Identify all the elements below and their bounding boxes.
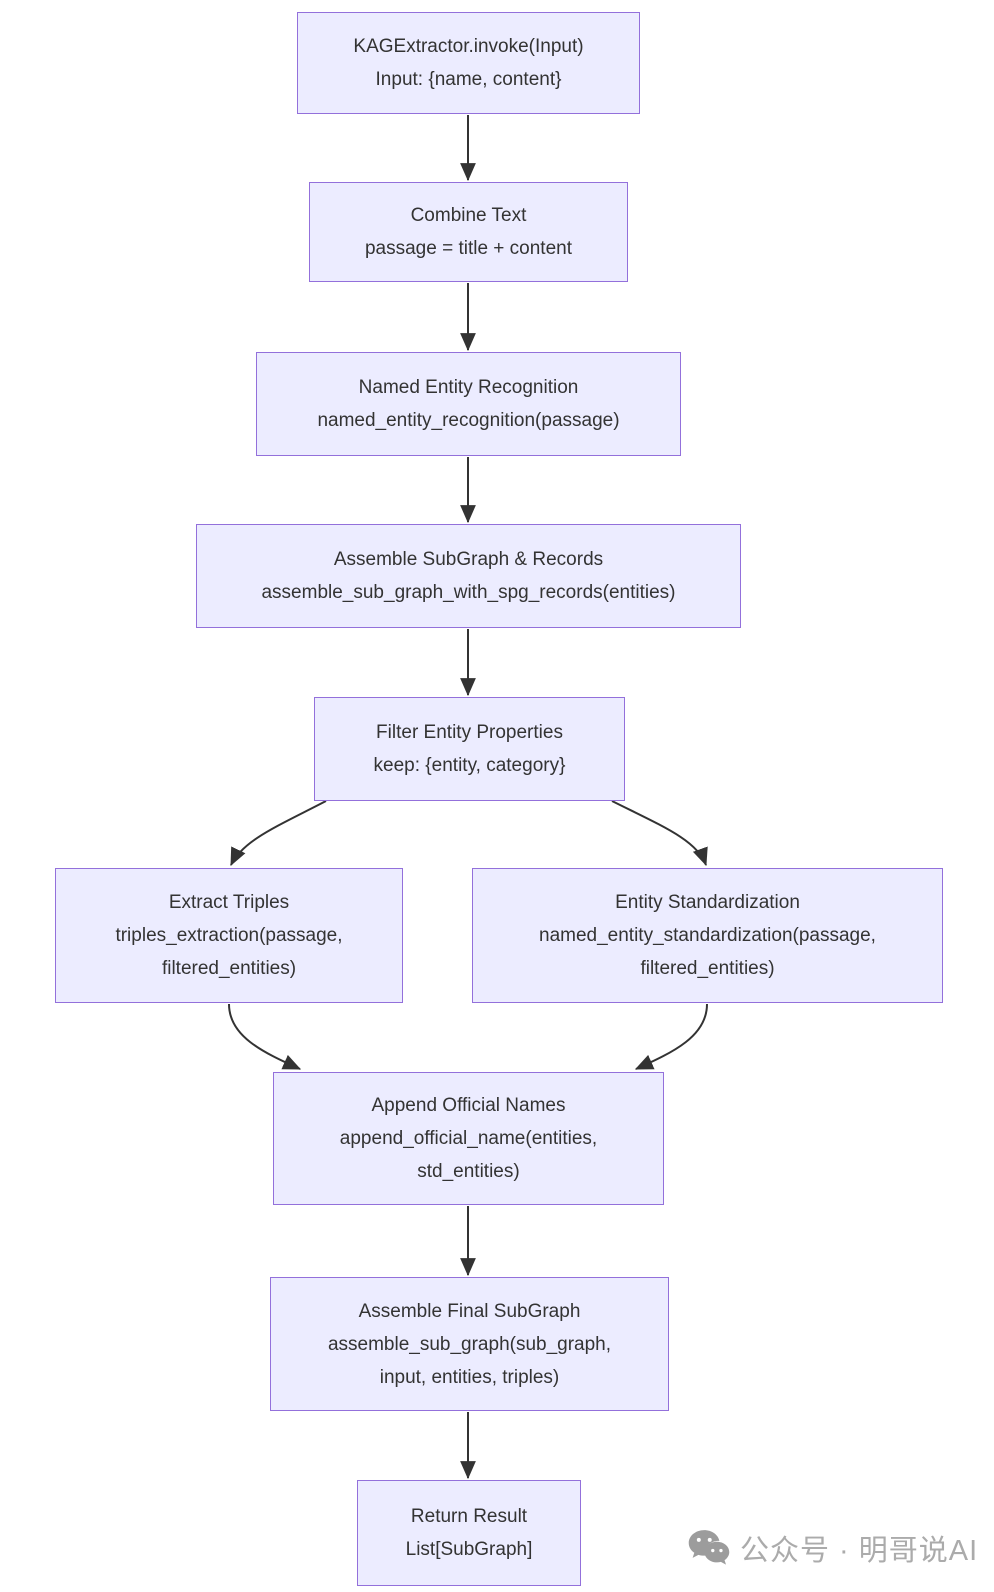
- node-append-official-names: Append Official Names append_official_na…: [273, 1072, 664, 1205]
- node-detail: List[SubGraph]: [405, 1539, 533, 1560]
- node-title: Assemble SubGraph & Records: [333, 549, 604, 570]
- node-detail: passage = title + content: [364, 238, 573, 259]
- node-detail: Input: {name, content}: [375, 69, 562, 90]
- node-assemble-final-subgraph: Assemble Final SubGraph assemble_sub_gra…: [270, 1277, 669, 1411]
- node-named-entity-recognition: Named Entity Recognition named_entity_re…: [256, 352, 681, 456]
- edge-entity-standardization-to-append-official-names: [634, 1003, 708, 1070]
- node-title: Filter Entity Properties: [376, 722, 563, 743]
- watermark-text: 公众号 · 明哥说AI: [740, 1535, 979, 1567]
- node-title: Assemble Final SubGraph: [358, 1300, 581, 1322]
- node-detail: input, entities, triples): [379, 1366, 560, 1388]
- node-detail: named_entity_standardization(passage,: [539, 925, 876, 946]
- node-title: Named Entity Recognition: [358, 377, 579, 398]
- node-detail: filtered_entities): [640, 958, 775, 979]
- node-detail: filtered_entities): [161, 958, 297, 979]
- node-detail: assemble_sub_graph_with_spg_records(enti…: [261, 582, 676, 603]
- node-detail: triples_extraction(passage,: [115, 925, 343, 946]
- node-assemble-subgraph-records: Assemble SubGraph & Records assemble_sub…: [196, 524, 741, 628]
- node-detail: append_official_name(entities,: [339, 1128, 598, 1149]
- node-detail: keep: {entity, category}: [373, 755, 566, 776]
- node-title: Combine Text: [410, 205, 527, 226]
- node-title: Append Official Names: [371, 1095, 566, 1116]
- node-return-result: Return Result List[SubGraph]: [357, 1480, 581, 1586]
- node-detail: std_entities): [417, 1161, 520, 1182]
- node-title: Extract Triples: [168, 892, 290, 913]
- wechat-icon: [688, 1530, 730, 1565]
- edge-filter-to-extract-triples: [230, 800, 327, 867]
- node-detail: assemble_sub_graph(sub_graph,: [327, 1333, 612, 1355]
- node-entity-standardization: Entity Standardization named_entity_stan…: [472, 868, 943, 1003]
- edge-filter-to-entity-standardization: [611, 800, 708, 867]
- node-title: Entity Standardization: [615, 892, 800, 913]
- node-kag-extractor-invoke: KAGExtractor.invoke(Input) Input: {name,…: [297, 12, 640, 114]
- node-detail: named_entity_recognition(passage): [317, 410, 620, 431]
- node-filter-entity-properties: Filter Entity Properties keep: {entity, …: [314, 697, 625, 801]
- node-title: KAGExtractor.invoke(Input): [353, 36, 584, 57]
- node-combine-text: Combine Text passage = title + content: [309, 182, 628, 282]
- watermark: 公众号 · 明哥说AI: [688, 1528, 978, 1568]
- node-extract-triples: Extract Triples triples_extraction(passa…: [55, 868, 403, 1003]
- edge-extract-triples-to-append-official-names: [228, 1003, 302, 1070]
- node-title: Return Result: [410, 1506, 528, 1527]
